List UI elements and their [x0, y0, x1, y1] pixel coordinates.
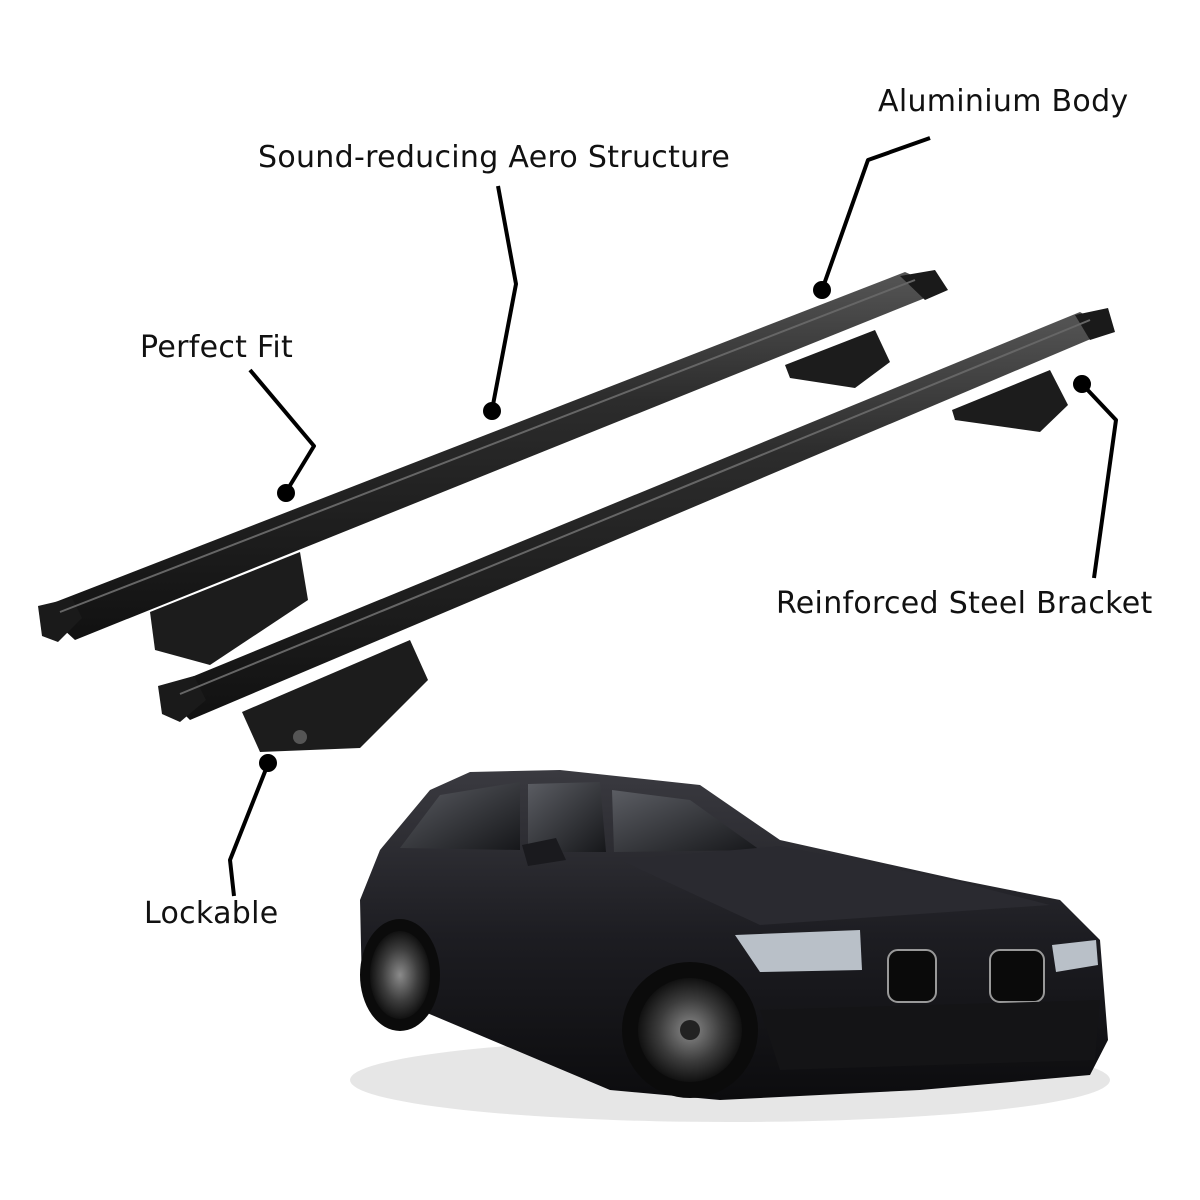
car-illustration [350, 770, 1110, 1122]
callout-leaders [228, 136, 1118, 897]
crossbar-front [158, 308, 1115, 752]
callout-steel-bracket: Reinforced Steel Bracket [776, 586, 1153, 621]
crossbar-rear [38, 270, 948, 665]
callout-perfect-fit: Perfect Fit [140, 330, 294, 365]
leader-steel [1080, 382, 1118, 579]
leader-lockable [228, 763, 270, 897]
roof-rack-icon [38, 270, 1115, 752]
leader-fit [248, 368, 316, 494]
rear-wheel [360, 919, 440, 1031]
leader-aluminium [820, 136, 931, 291]
callout-lockable: Lockable [144, 896, 279, 931]
lock-cylinder-icon [293, 730, 307, 744]
front-wheel [622, 962, 758, 1098]
leader-aero [490, 185, 518, 411]
callout-aero-structure: Sound-reducing Aero Structure [258, 140, 731, 175]
callout-aluminium-body: Aluminium Body [878, 84, 1129, 119]
